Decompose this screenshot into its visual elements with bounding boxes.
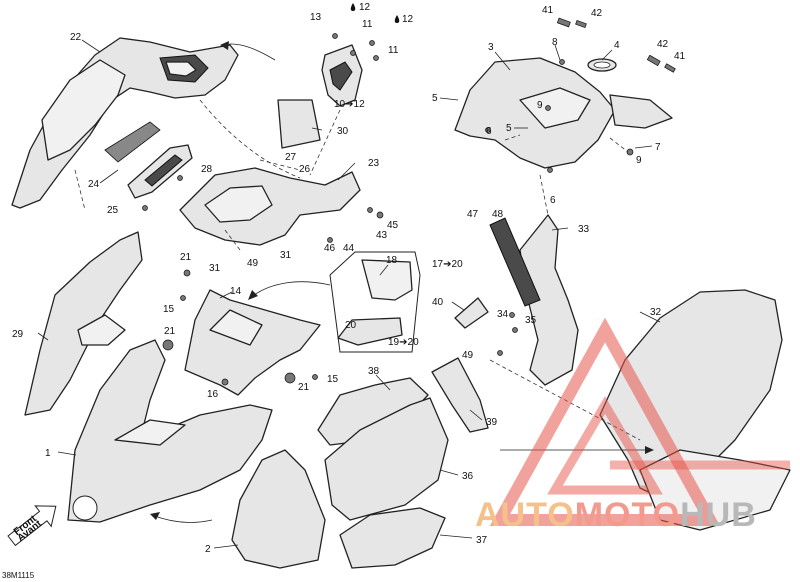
callout-3: 3 — [488, 42, 494, 53]
part-23-inner-fairing — [179, 167, 361, 246]
reference-code: 38M1115 — [2, 571, 35, 580]
callout-24: 24 — [88, 179, 100, 190]
callout-4: 4 — [614, 40, 620, 51]
part-38-panel — [317, 377, 429, 446]
callout-35: 35 — [525, 315, 537, 326]
callout-6b: 6 — [550, 195, 556, 206]
callout-12a: 12 — [359, 2, 371, 13]
callout-45: 45 — [387, 220, 399, 231]
callout-14: 14 — [230, 286, 242, 297]
callout-48: 48 — [492, 209, 504, 220]
part-33-frame-bracket — [489, 214, 579, 386]
callout-8: 8 — [552, 37, 558, 48]
callout-41b: 41 — [674, 51, 686, 62]
callout-40: 40 — [432, 297, 444, 308]
part-22-upper-fairing — [11, 37, 239, 209]
part-40-wedge — [454, 297, 489, 329]
part-14-mid-fairing — [184, 289, 321, 396]
callout-21a: 21 — [180, 252, 192, 263]
callout-18: 18 — [386, 255, 398, 266]
oil-drop-icons — [350, 3, 400, 23]
callout-12b: 12 — [402, 14, 414, 25]
front-avant-indicator: Front Avant — [7, 505, 57, 547]
callout-31a: 31 — [209, 263, 221, 274]
watermark-moto: MOTO — [574, 496, 681, 534]
callout-9b: 9 — [636, 155, 642, 166]
callout-19: 19➔20 — [388, 337, 419, 348]
callout-21b: 21 — [164, 326, 176, 337]
callout-15b: 15 — [327, 374, 339, 385]
callout-7: 7 — [655, 142, 661, 153]
callout-22: 22 — [70, 32, 82, 43]
callout-9a: 9 — [537, 100, 543, 111]
fasteners-41-42 — [556, 17, 676, 73]
callout-28: 28 — [201, 164, 213, 175]
part-36-panel — [324, 397, 449, 521]
part-2-lower-panel — [231, 449, 326, 569]
part-17-detail-box — [329, 251, 421, 353]
callout-23: 23 — [368, 158, 380, 169]
part-10-bracket — [321, 44, 363, 107]
callout-16: 16 — [207, 389, 219, 400]
callout-49a: 49 — [247, 258, 259, 269]
callout-47: 47 — [467, 209, 479, 220]
callout-42a: 42 — [591, 8, 603, 19]
callout-41a: 41 — [542, 5, 554, 16]
callout-17: 17➔20 — [432, 259, 463, 270]
callout-leaders — [37, 39, 661, 549]
callout-46: 46 — [324, 243, 336, 254]
callout-39: 39 — [486, 417, 498, 428]
callout-20: 20 — [345, 320, 357, 331]
callout-5b: 5 — [506, 123, 512, 134]
callout-26: 26 — [299, 164, 311, 175]
callout-11a: 11 — [362, 19, 373, 30]
callout-6a: 6 — [486, 126, 492, 137]
callout-29: 29 — [12, 329, 24, 340]
callout-38: 38 — [368, 366, 380, 377]
part-30-cover — [277, 99, 321, 149]
watermark-auto: AUTO — [475, 496, 575, 534]
callout-1: 1 — [45, 448, 51, 459]
watermark-hub: HUB — [680, 496, 757, 534]
part-29-left-side-panel — [24, 231, 143, 416]
callout-42b: 42 — [657, 39, 669, 50]
part-25-trim — [127, 144, 193, 199]
callout-33: 33 — [578, 224, 590, 235]
callout-21c: 21 — [298, 382, 310, 393]
callout-31b: 31 — [280, 250, 292, 261]
callout-13: 13 — [310, 12, 322, 23]
callout-43: 43 — [376, 230, 388, 241]
part-32-right-side-panel — [599, 289, 791, 531]
callout-5a: 5 — [432, 93, 438, 104]
callout-37: 37 — [476, 535, 488, 546]
callout-49b: 49 — [462, 350, 474, 361]
callout-30: 30 — [337, 126, 349, 137]
callout-27: 27 — [285, 152, 297, 163]
part-24-vent-grille — [104, 121, 161, 163]
callout-32: 32 — [650, 307, 662, 318]
watermark-text: AUTOMOTOHUB — [475, 496, 757, 535]
part-1-front-fairing — [67, 339, 273, 523]
part-37-panel — [339, 507, 446, 569]
callout-labels: 1 2 3 4 5 5 6 6 7 8 9 9 10➔12 11 11 12 1… — [12, 2, 686, 555]
callout-34: 34 — [497, 309, 509, 320]
callout-15a: 15 — [163, 304, 175, 315]
callout-36: 36 — [462, 471, 474, 482]
part-3-tank-cover — [454, 57, 673, 169]
part-4-cap-ring — [587, 58, 617, 72]
callout-11b: 11 — [388, 45, 399, 56]
callout-10: 10➔12 — [334, 99, 365, 110]
callout-2: 2 — [205, 544, 211, 555]
callout-25: 25 — [107, 205, 119, 216]
callout-44: 44 — [343, 243, 355, 254]
